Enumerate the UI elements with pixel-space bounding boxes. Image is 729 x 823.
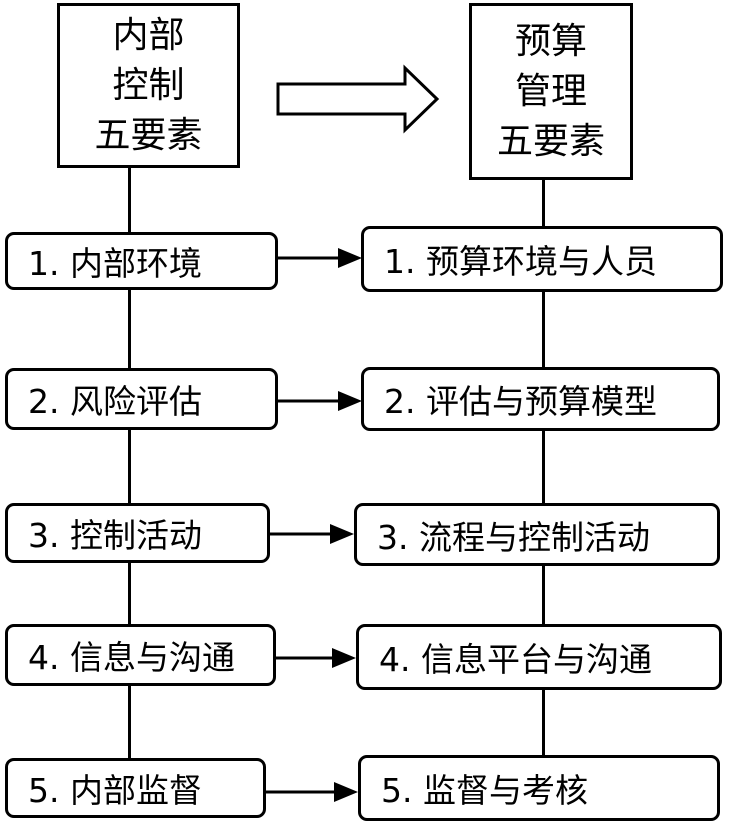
big-hollow-arrow (276, 64, 440, 134)
item-label: 4. 信息平台与沟通 (379, 640, 652, 679)
item-label: 5. 监督与考核 (381, 771, 588, 810)
item-label: 4. 信息与沟通 (28, 638, 235, 677)
header-line: 管理 (514, 70, 587, 112)
header-line: 五要素 (94, 114, 203, 156)
item-label: 2. 风险评估 (28, 382, 202, 421)
right-item-5: 5. 监督与考核 (358, 755, 720, 821)
item-label: 3. 控制活动 (28, 516, 202, 555)
right-item-2: 2. 评估与预算模型 (361, 367, 720, 431)
left-item-1: 1. 内部环境 (5, 232, 278, 290)
right-spine (542, 178, 545, 768)
right-item-4: 4. 信息平台与沟通 (356, 624, 722, 690)
header-line: 预算 (514, 20, 587, 62)
header-line: 控制 (112, 64, 185, 106)
left-spine (128, 165, 131, 765)
header-line: 五要素 (496, 120, 605, 162)
item-label: 1. 预算环境与人员 (384, 242, 657, 281)
item-label: 2. 评估与预算模型 (384, 382, 657, 421)
budget-management-header: 预算 管理 五要素 (469, 3, 633, 180)
left-item-5: 5. 内部监督 (5, 758, 266, 818)
item-label: 5. 内部监督 (28, 771, 202, 810)
item-label: 3. 流程与控制活动 (377, 517, 650, 557)
right-item-3: 3. 流程与控制活动 (354, 503, 720, 566)
row-arrows (266, 248, 362, 802)
header-line: 内部 (112, 14, 185, 56)
internal-control-header: 内部 控制 五要素 (57, 3, 240, 168)
left-item-3: 3. 控制活动 (5, 503, 270, 563)
item-label: 1. 内部环境 (28, 244, 202, 283)
right-item-1: 1. 预算环境与人员 (361, 226, 723, 292)
left-item-4: 4. 信息与沟通 (5, 624, 276, 686)
left-item-2: 2. 风险评估 (5, 368, 278, 430)
